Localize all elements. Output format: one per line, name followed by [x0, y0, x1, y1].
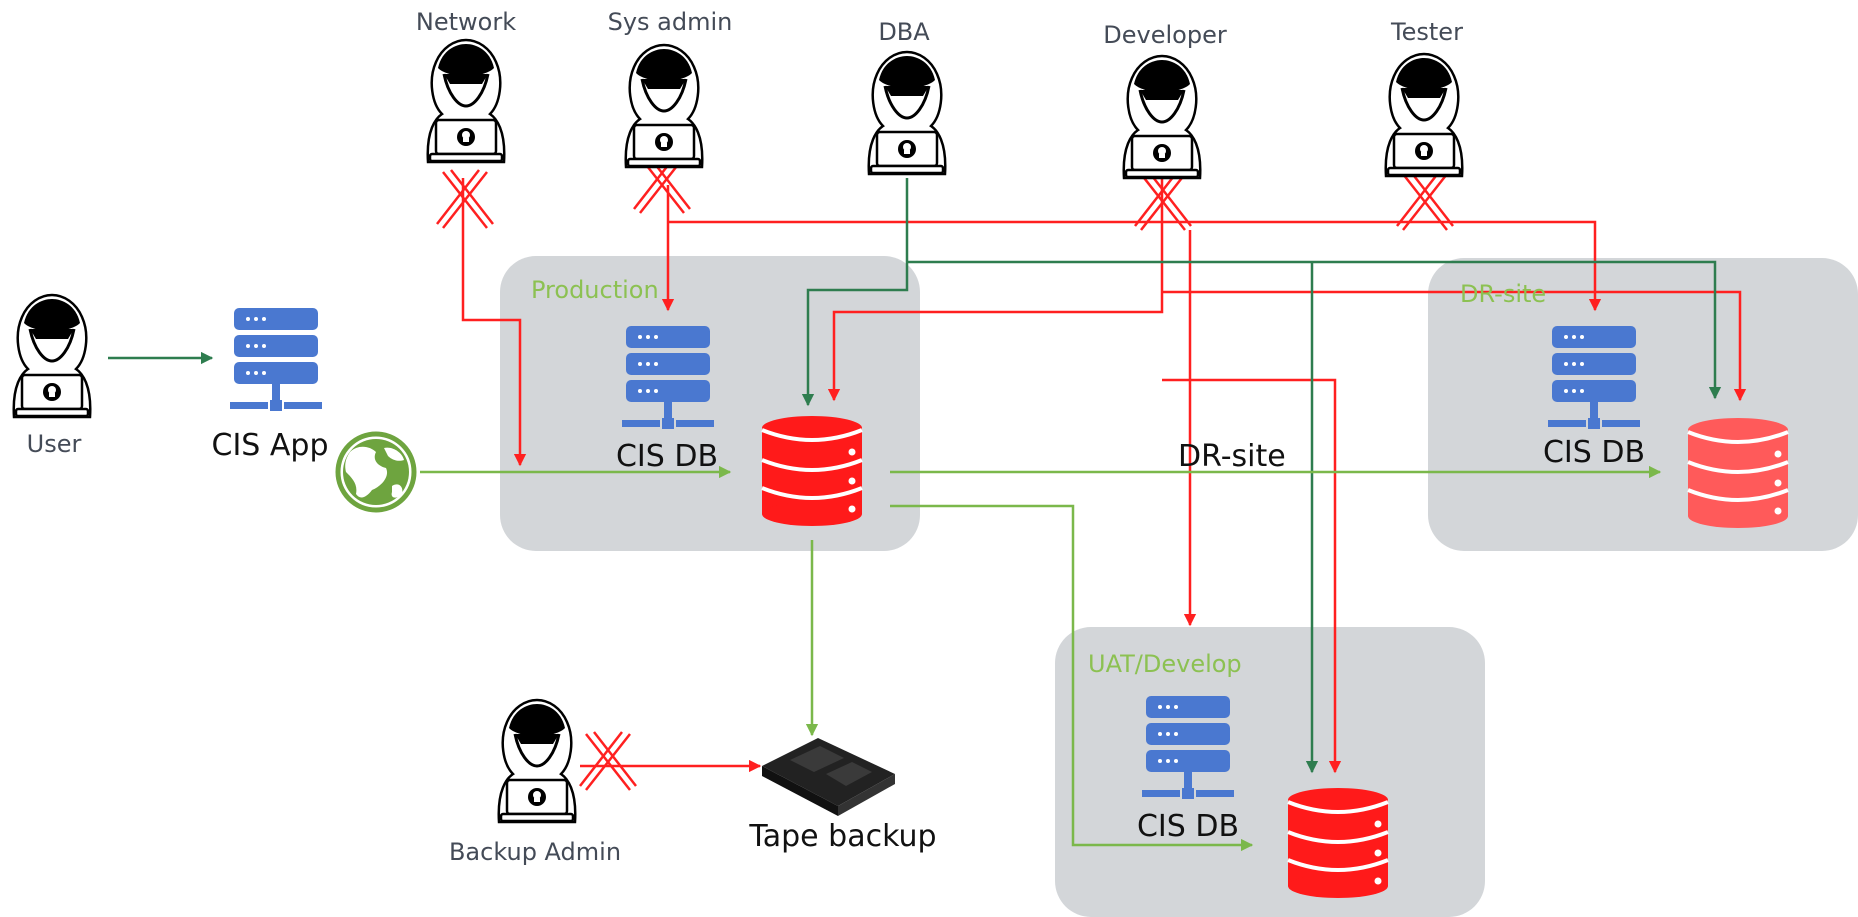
uat-cis-db-label: CIS DB: [1137, 809, 1239, 844]
hacker-icon: [12, 293, 92, 419]
blocked-x-icon: [578, 730, 638, 792]
role-sysadmin-label: Sys admin: [608, 8, 733, 36]
hacker-icon: [1122, 54, 1202, 180]
database-icon: [760, 414, 864, 528]
zone-uat-label: UAT/Develop: [1088, 650, 1242, 678]
role-network-label: Network: [416, 8, 516, 36]
role-tester-label: Tester: [1390, 18, 1463, 46]
blocked-x-icon: [435, 168, 495, 230]
hacker-icon: [1384, 52, 1464, 178]
dba-to-dr-line: [907, 260, 1722, 400]
role-user-label: User: [27, 430, 82, 458]
database-icon: [1286, 786, 1390, 900]
globe-icon: [335, 431, 417, 513]
role-developer-label: Developer: [1103, 21, 1227, 49]
hacker-icon: [867, 50, 947, 176]
role-dba-label: DBA: [878, 18, 930, 46]
tape-icon: [762, 738, 895, 816]
tape-backup-label: Tape backup: [748, 819, 936, 854]
role-backup-admin-label: Backup Admin: [449, 838, 621, 866]
cis-app-label: CIS App: [212, 428, 329, 463]
allowed-connections: [108, 178, 1722, 852]
hacker-icon: [624, 43, 704, 169]
prod-cis-db-label: CIS DB: [616, 439, 718, 474]
replication-label: DR-site: [1178, 439, 1286, 474]
prod-to-uat-line: [890, 504, 1254, 852]
hacker-icon: [426, 38, 506, 164]
server-icon: [230, 308, 322, 411]
developer-to-uat-db-line: [1162, 378, 1342, 774]
dr-cis-db-label: CIS DB: [1543, 435, 1645, 470]
developer-to-dr-line: [1162, 290, 1747, 402]
zone-production-label: Production: [531, 276, 659, 304]
hacker-icon: [497, 698, 577, 824]
zone-dr-site-label: DR-site: [1460, 280, 1546, 308]
database-icon: [1686, 416, 1790, 530]
developer-to-prod-line: [827, 170, 1164, 402]
blocked-connections: [461, 170, 1747, 774]
dba-to-prod-line: [801, 178, 909, 407]
sysadmin-to-dr-line: [668, 220, 1602, 312]
network-to-prod-line: [461, 178, 527, 467]
